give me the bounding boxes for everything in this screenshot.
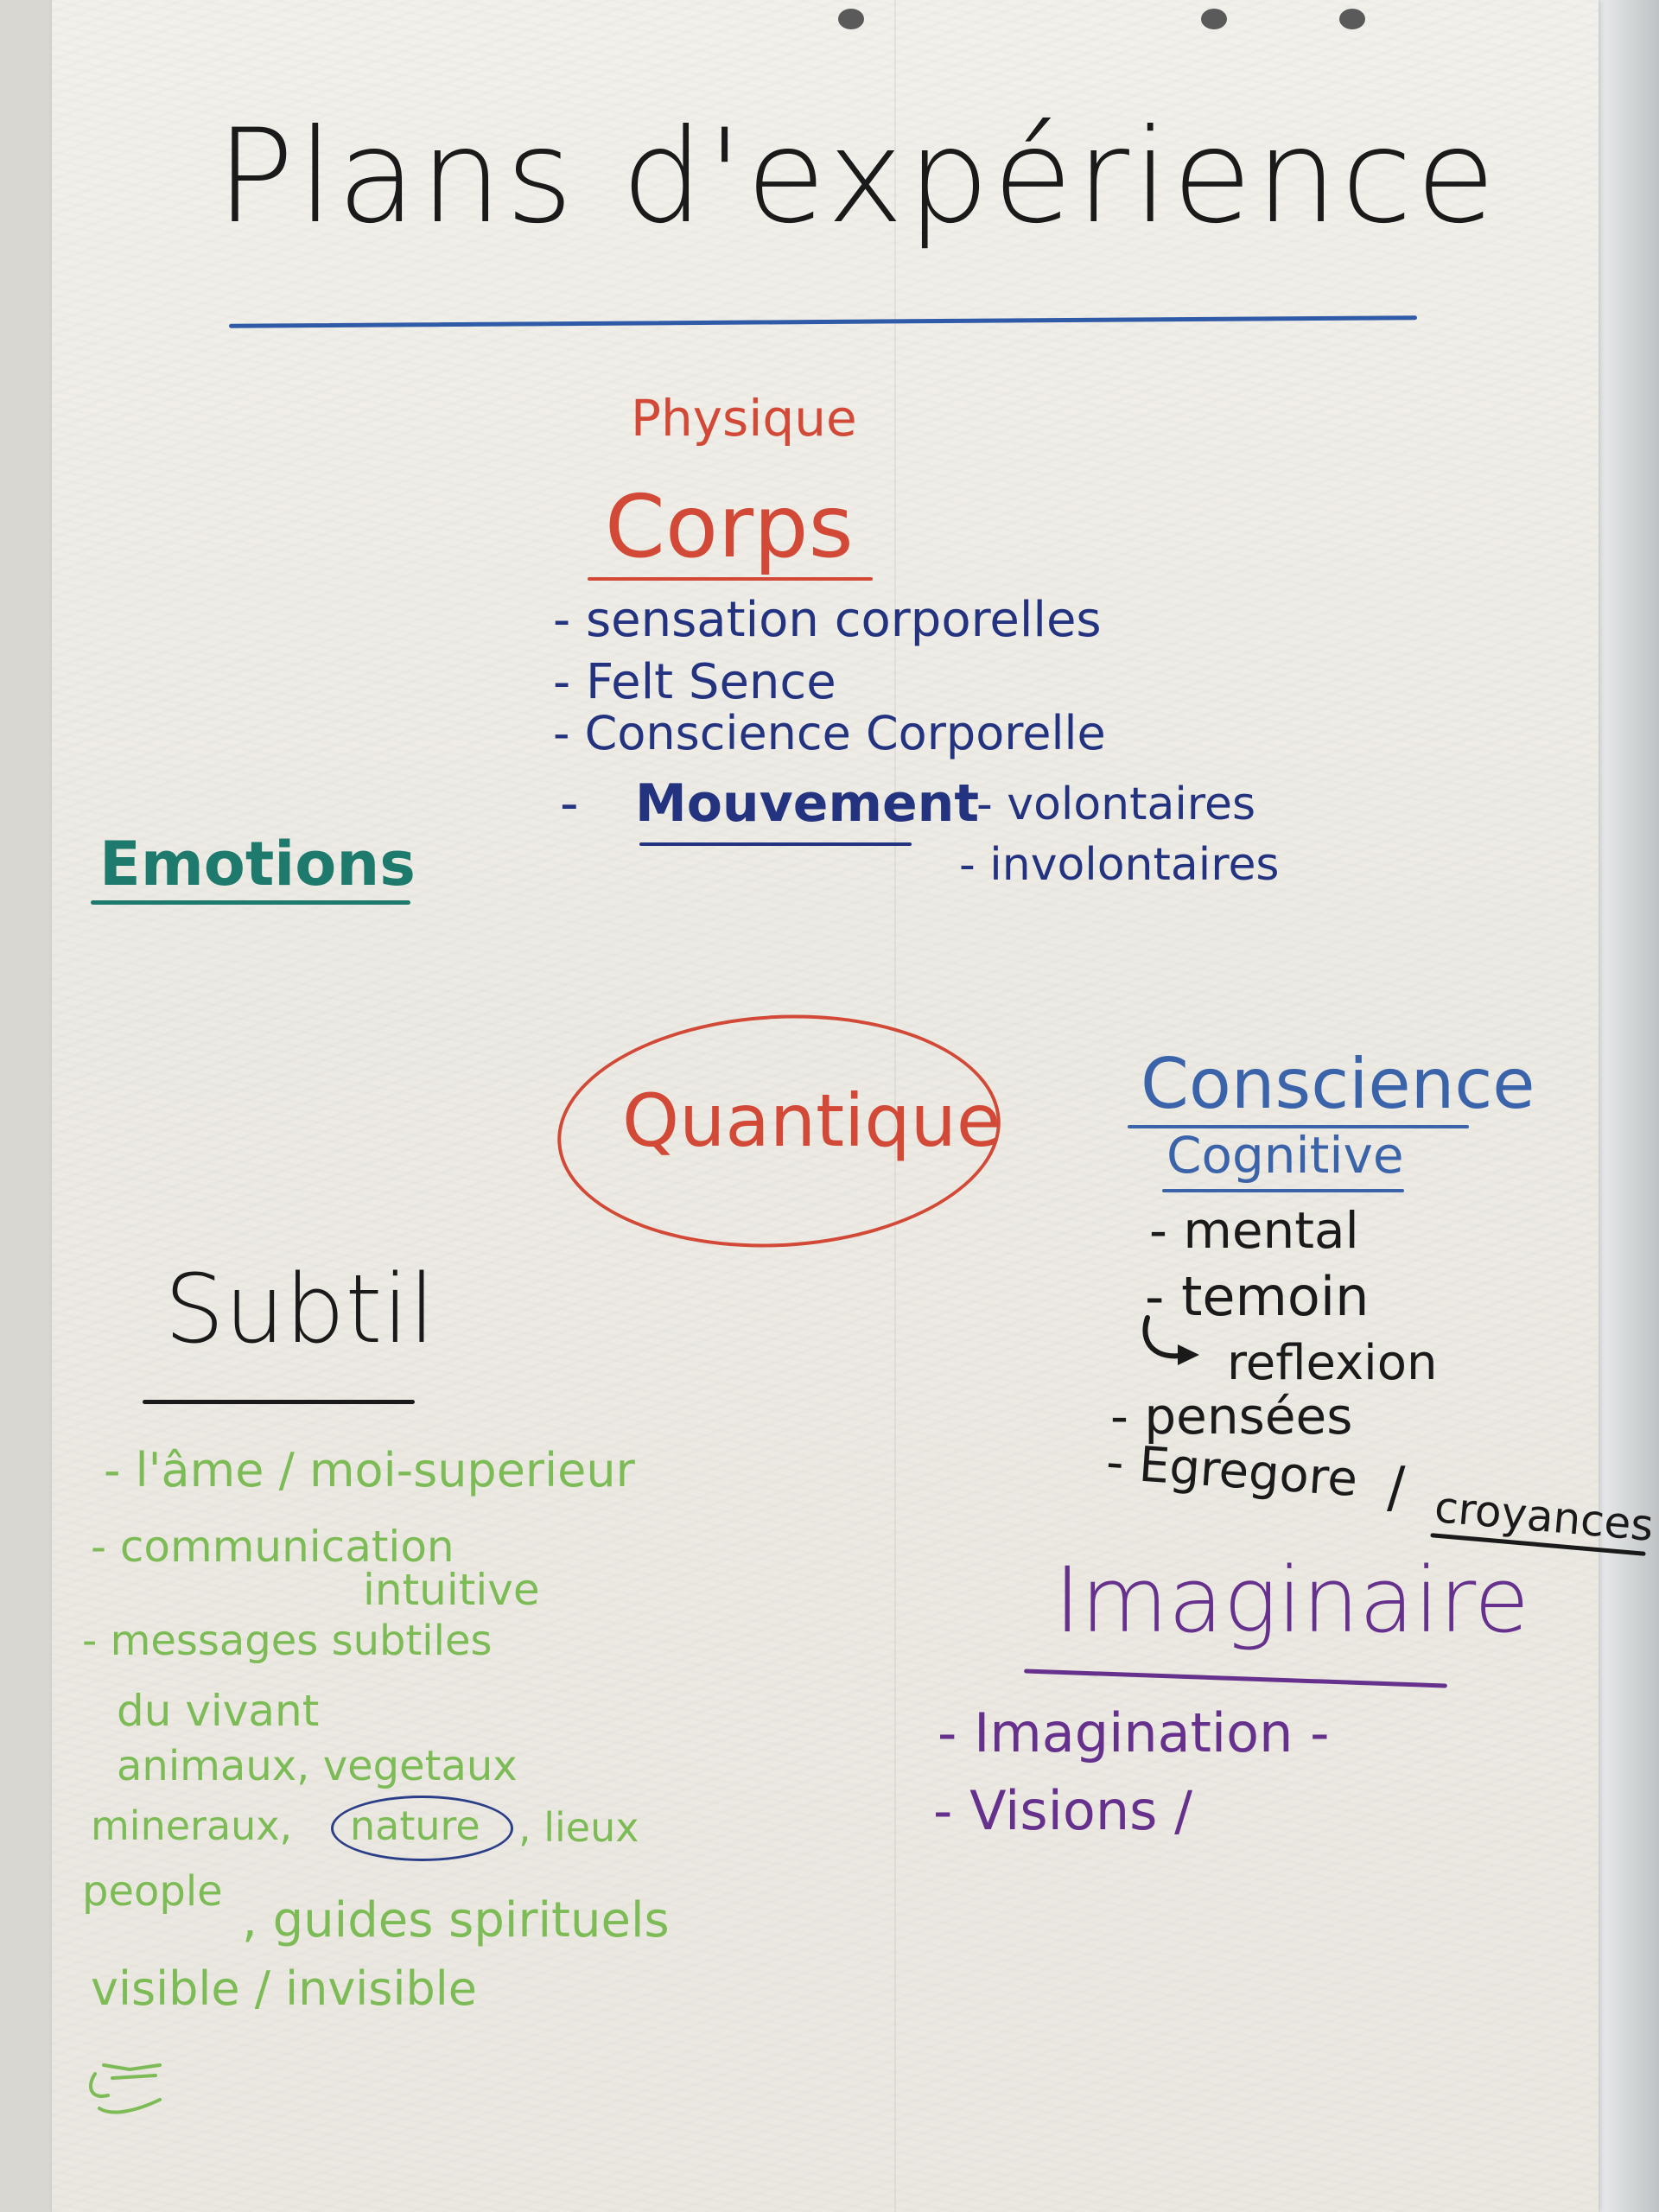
emotions-underline	[91, 900, 410, 905]
emotions-label: Emotions	[99, 829, 416, 899]
cognitive-label: Cognitive	[1166, 1126, 1404, 1185]
subtil-line-nature: nature	[350, 1802, 480, 1849]
imaginaire-item-visions: - Visions /	[933, 1779, 1193, 1842]
flipchart-paper	[52, 0, 1599, 2212]
conscience-item-mental: - mental	[1149, 1201, 1359, 1260]
corps-underline	[588, 577, 873, 581]
binder-ring	[1339, 9, 1365, 29]
paper-fold-line	[894, 0, 896, 2212]
corps-item-felt-sense: - Felt Sence	[553, 654, 836, 710]
conscience-underline	[1128, 1125, 1469, 1128]
quantique-label: Quantique	[622, 1078, 1001, 1163]
cognitive-underline	[1162, 1189, 1404, 1192]
physique-label: Physique	[631, 389, 857, 448]
page-title: Plans d'expérience	[216, 102, 1499, 252]
corps-item-sensation: - sensation corporelles	[553, 592, 1102, 648]
corps-label: Corps	[605, 476, 854, 577]
subtil-line-vivant: du vivant	[117, 1686, 320, 1736]
subtil-label: Subtil	[164, 1254, 435, 1364]
subtil-line-lieux: , lieux	[518, 1804, 639, 1851]
conscience-label: Conscience	[1141, 1044, 1535, 1124]
binder-ring	[1201, 9, 1227, 29]
subtil-line-people: people	[82, 1867, 223, 1916]
mouvement-label: Mouvement	[635, 773, 980, 834]
nature-circle	[331, 1796, 513, 1861]
subtil-line-visible: visible / invisible	[91, 1961, 477, 2016]
conscience-item-pensees: - pensées	[1110, 1387, 1353, 1446]
imaginaire-item-imagination: - Imagination -	[938, 1701, 1330, 1764]
subtil-line-mineraux: mineraux,	[91, 1802, 293, 1849]
corps-item-conscience-corporelle: - Conscience Corporelle	[553, 706, 1106, 760]
subtil-line-ame: - l'âme / moi-superieur	[104, 1443, 635, 1497]
mouvement-dash: -	[560, 773, 579, 834]
subtil-line-guides: , guides spirituels	[242, 1892, 670, 1948]
conscience-item-temoin: - temoin	[1145, 1265, 1370, 1328]
imaginaire-label: Imaginaire	[1054, 1548, 1530, 1653]
scribble-mark	[89, 2063, 162, 2114]
curved-arrow-icon	[1142, 1315, 1199, 1365]
conscience-separator: /	[1387, 1456, 1406, 1520]
binder-ring	[838, 9, 864, 29]
subtil-line-intuitive: intuitive	[363, 1565, 540, 1615]
mouvement-volontaires: - volontaires	[976, 779, 1256, 830]
subtil-underline	[143, 1400, 415, 1404]
subtil-line-animaux: animaux, vegetaux	[117, 1742, 518, 1790]
subtil-line-communication: - communication	[91, 1522, 454, 1572]
subtil-line-messages: - messages subtiles	[82, 1617, 493, 1665]
mouvement-underline	[639, 842, 912, 846]
conscience-item-reflexion: reflexion	[1227, 1335, 1438, 1391]
mouvement-involontaires: - involontaires	[959, 839, 1280, 891]
